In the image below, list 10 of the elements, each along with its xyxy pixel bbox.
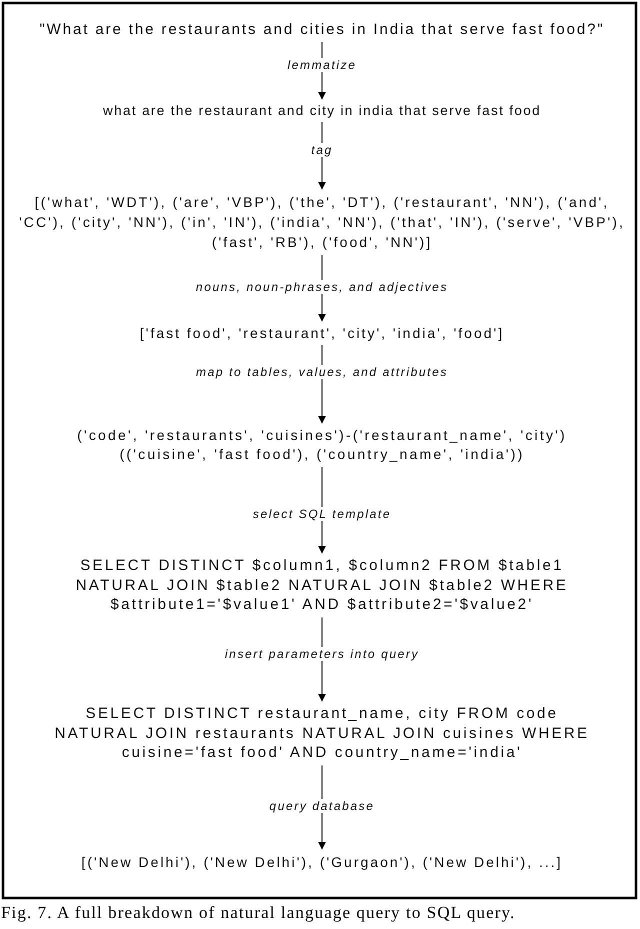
- text-step: [('what', 'WDT'), ('are', 'VBP'), ('the', 'DT'), ('restaurant', 'NN'), ('and', 'CC'), ('city', 'NN'), ('in', 'IN'), ('india', 'NN'), ('that', 'IN'), ('serve', 'VBP'), ('fast', 'RB'), ('food', 'NN')]: [13, 192, 631, 252]
- text-step: what are the restaurant and city in india that serve fast food: [103, 102, 541, 119]
- text-step: [('New Delhi'), ('New Delhi'), ('Gurgaon'), ('New Delhi'), ...]: [81, 852, 563, 872]
- edge-label: insert parameters into query: [222, 647, 422, 661]
- text-step: ['fast food', 'restaurant', 'city', 'india', 'food']: [140, 324, 504, 342]
- text-step: "What are the restaurants and cities in India that serve fast food?": [39, 21, 605, 39]
- figure-caption: Fig. 7. A full breakdown of natural language query to SQL query.: [1, 903, 516, 923]
- text-step: ('code', 'restaurants', 'cuisines')-('restaurant_name', 'city') (('cuisine', 'fast food'), ('country_name', 'india')): [70, 426, 574, 464]
- text-step: SELECT DISTINCT restaurant_name, city FROM code NATURAL JOIN restaurants NATURAL JOIN cuisines WHERE cuisine='fast food' AND country_name='india': [44, 704, 600, 762]
- text-step: SELECT DISTINCT $column1, $column2 FROM $table1 NATURAL JOIN $table2 NATURAL JOIN $table2 WHERE $attribute1='$value1' AND $attribute2='$value2': [64, 556, 580, 614]
